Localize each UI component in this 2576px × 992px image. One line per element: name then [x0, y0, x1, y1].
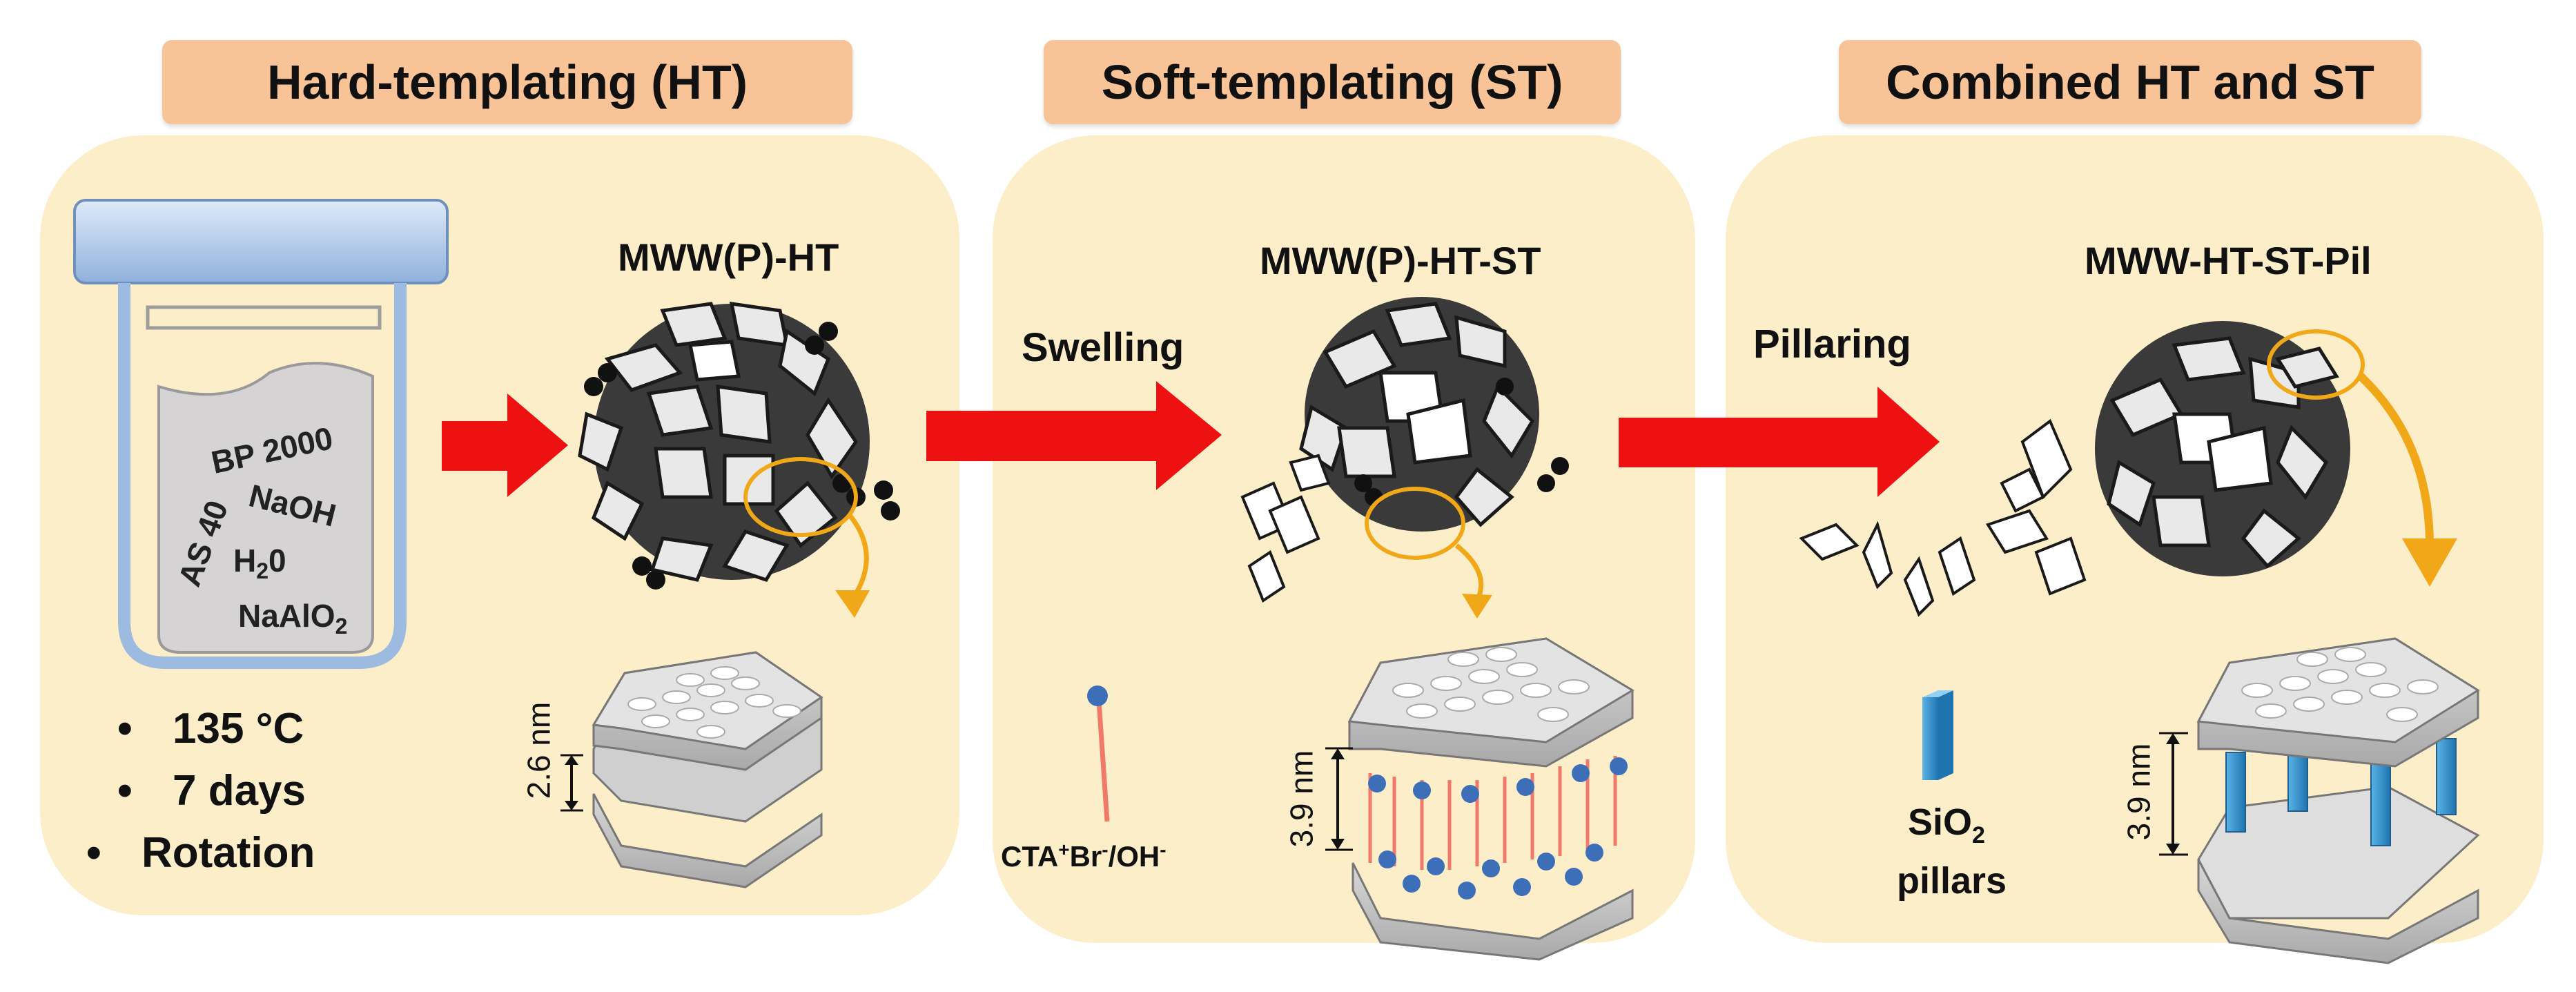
reagent-h2o: H20	[233, 543, 286, 584]
layer-stack-ht	[560, 651, 823, 888]
crystal-pil-icon	[1799, 321, 2457, 617]
step-label-swelling: Swelling	[1022, 325, 1184, 370]
spacing-label-pil: 3.9 nm	[2120, 743, 2157, 841]
material-label-ht-st-pil: MWW-HT-ST-Pil	[2085, 239, 2372, 282]
panel-soft-templating	[993, 135, 1695, 943]
material-label-ht-st: MWW(P)-HT-ST	[1260, 239, 1541, 282]
arrow-icon	[1619, 387, 1940, 497]
layer-stack-st	[1325, 637, 1635, 961]
pillars-label-line2: pillars	[1897, 860, 2007, 902]
pillars-label: SiO2	[1908, 801, 1985, 848]
crystal-ht-icon	[578, 302, 900, 618]
surfactant-label: CTA+Br-/OH-	[1001, 839, 1167, 873]
surfactant-icon	[1087, 685, 1110, 822]
pillar-icon	[1922, 690, 1953, 780]
material-label-ht: MWW(P)-HT	[618, 235, 839, 279]
crystal-ht-st-icon	[1240, 297, 1569, 619]
condition-rotation: •Rotation	[86, 829, 315, 877]
autoclave-vessel	[73, 199, 449, 669]
layer-stack-pil	[2159, 637, 2480, 964]
arrow-icon	[442, 393, 568, 497]
header-hard-templating: Hard-templating (HT)	[162, 40, 852, 124]
condition-temperature: •135 °C	[117, 705, 304, 752]
header-soft-templating: Soft-templating (ST)	[1044, 40, 1621, 124]
condition-duration: •7 days	[117, 767, 306, 815]
reagent-naalo2: NaAlO2	[238, 598, 348, 639]
arrow-icon	[926, 381, 1222, 490]
spacing-label-st: 3.9 nm	[1283, 750, 1320, 848]
step-label-pillaring: Pillaring	[1753, 322, 1911, 367]
header-combined: Combined HT and ST	[1839, 40, 2421, 124]
spacing-label-ht: 2.6 nm	[520, 701, 557, 799]
